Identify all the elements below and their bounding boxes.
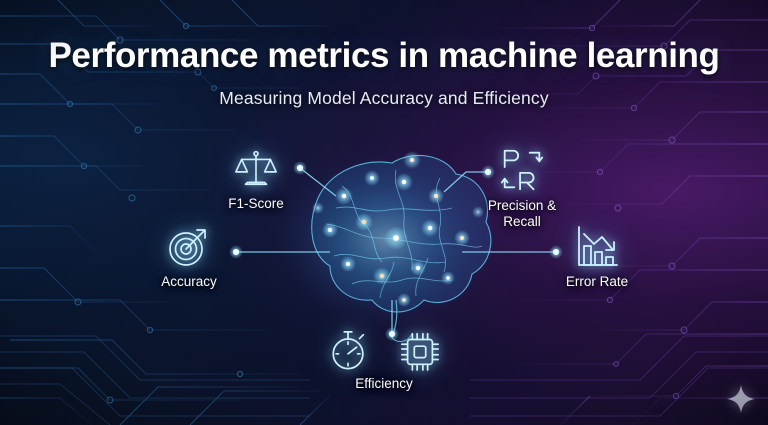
slide-canvas: Performance metrics in machine learning … [0, 0, 768, 425]
vignette-overlay [0, 0, 768, 425]
